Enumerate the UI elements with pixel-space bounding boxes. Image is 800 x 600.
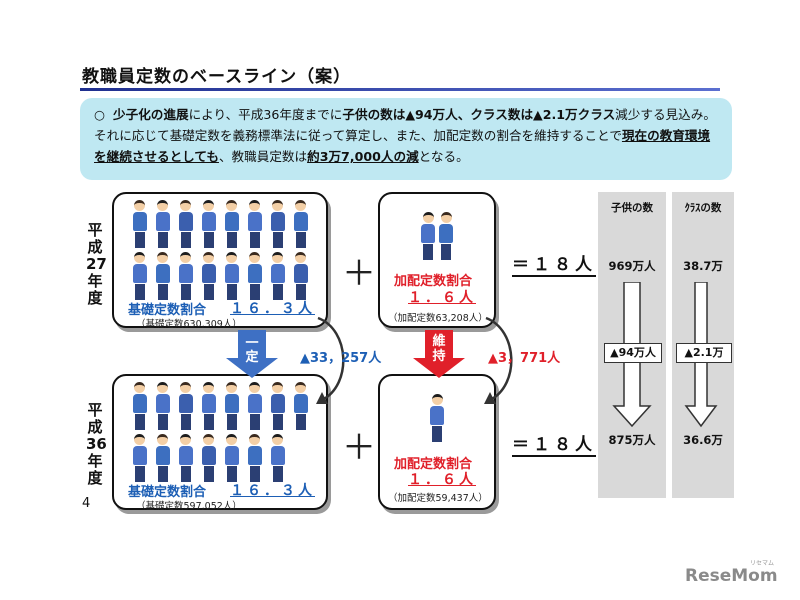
teacher-icon — [269, 200, 287, 252]
teacher-icon — [292, 382, 310, 434]
teacher-icon — [131, 434, 149, 486]
add-ratio-label-top: 加配定数割合 — [394, 274, 473, 289]
summary-part-1: により、平成36年度までに — [188, 107, 343, 122]
summary-part-7: となる。 — [418, 149, 469, 164]
logo-subtext: リセマム — [750, 560, 775, 567]
teachers-illustration-top — [114, 200, 326, 304]
teacher-icon — [246, 200, 264, 252]
teacher-icon — [292, 200, 310, 252]
teacher-icon — [200, 200, 218, 252]
classes-change-box: ▲2.1万 — [676, 343, 732, 363]
page-number: 4 — [82, 496, 91, 511]
teacher-icon — [246, 382, 264, 434]
children-change-box: ▲94万人 — [604, 343, 662, 363]
blue-arrow-label: 一定 — [245, 336, 259, 365]
teacher-icon — [223, 382, 241, 434]
teacher-icon — [177, 382, 195, 434]
teacher-icon — [154, 382, 172, 434]
base-ratio-label-top: 基礎定数割合 — [128, 303, 207, 318]
total-top-text: ＝１８人 — [512, 255, 596, 277]
add-ratio-value-bottom: １．６人 — [408, 472, 476, 488]
teacher-icon — [269, 434, 287, 486]
teacher-icon — [223, 434, 241, 486]
teacher-icon — [177, 200, 195, 252]
add-delta: ▲3，771人 — [488, 351, 561, 366]
summary-part-4: 現在の教育環境を継続させるとしても — [94, 128, 711, 164]
base-count-bottom: （基礎定数597,052人） — [136, 501, 242, 512]
teacher-icon — [131, 382, 149, 434]
teacher-icon — [223, 200, 241, 252]
teacher-icon — [177, 434, 195, 486]
classes-top-value: 38.7万 — [683, 259, 723, 273]
base-panel-top — [112, 192, 328, 328]
teacher-icon — [200, 434, 218, 486]
curved-arrow-right — [485, 316, 513, 402]
curved-arrow-left-head — [316, 392, 328, 404]
teacher-icon — [177, 252, 195, 304]
base-delta: ▲33，257人 — [300, 351, 382, 366]
base-ratio-value-top: １６．３人 — [230, 301, 315, 317]
summary-part-3: 減少する見込み。それに応じて基礎定数を義務標準法に従って算定し、また、加配定数の… — [94, 107, 716, 143]
red-arrow-label: 維持 — [432, 334, 446, 364]
red-down-arrow — [413, 330, 465, 378]
add-ratio-label-bottom: 加配定数割合 — [394, 457, 473, 472]
teacher-icon — [200, 252, 218, 304]
plus-sign-top: ＋ — [342, 254, 376, 294]
add-count-top: （加配定数63,208人） — [388, 313, 488, 324]
teacher-icon — [131, 200, 149, 252]
base-panel-bottom — [112, 374, 328, 510]
add-teachers-illustration-bottom — [380, 394, 494, 442]
children-top-value: 969万人 — [608, 259, 656, 273]
total-top: ＝１８人 — [512, 250, 596, 277]
classes-header: ｸﾗｽの数 — [684, 202, 722, 214]
children-header: 子供の数 — [611, 202, 653, 214]
blue-down-arrow — [226, 330, 278, 378]
teacher-icon — [154, 200, 172, 252]
teacher-icon — [269, 252, 287, 304]
title-underline — [80, 88, 720, 91]
add-ratio-value-top: １．６人 — [408, 290, 476, 306]
resemom-logo: ReseMom — [685, 566, 778, 586]
base-ratio-label-bottom: 基礎定数割合 — [128, 485, 207, 500]
teacher-icon — [223, 252, 241, 304]
teacher-icon — [246, 252, 264, 304]
year-label-top: 平成27年度 — [86, 221, 107, 307]
classes-bottom-value: 36.6万 — [683, 433, 723, 447]
teacher-icon — [269, 382, 287, 434]
base-count-top: （基礎定数630,309人） — [136, 319, 242, 330]
add-teachers-illustration-top — [380, 212, 494, 260]
page-title: 教職員定数のベースライン（案） — [82, 67, 352, 87]
add-panel-top — [378, 192, 496, 328]
teacher-icon — [430, 394, 444, 442]
summary-part-6: 約3万7,000人の減 — [307, 149, 419, 164]
curved-arrow-right-head — [484, 392, 496, 404]
plus-sign-bottom: ＋ — [342, 428, 376, 468]
total-bottom-text: ＝１８人 — [512, 435, 596, 457]
teacher-icon — [292, 252, 310, 304]
summary-part-5: 、教職員定数は — [218, 149, 308, 164]
teacher-icon — [154, 252, 172, 304]
total-bottom: ＝１８人 — [512, 430, 596, 457]
teacher-icon — [154, 434, 172, 486]
year-label-bottom: 平成36年度 — [86, 401, 107, 487]
children-bottom-value: 875万人 — [608, 433, 656, 447]
teacher-icon — [246, 434, 264, 486]
add-count-bottom: （加配定数59,437人） — [388, 493, 488, 504]
teacher-icon — [131, 252, 149, 304]
teacher-icon — [439, 212, 453, 260]
teachers-illustration-bottom — [114, 382, 326, 486]
teacher-icon — [200, 382, 218, 434]
teacher-icon — [421, 212, 435, 260]
base-ratio-value-bottom: １６．３人 — [230, 483, 315, 499]
summary-box: ○ 少子化の進展により、平成36年度までに子供の数は▲94万人、クラス数は▲2.1… — [80, 98, 732, 180]
summary-bullet: ○ — [94, 107, 105, 122]
curved-arrow-left — [317, 316, 345, 402]
summary-part-2: 子供の数は▲94万人、クラス数は▲2.1万クラス — [342, 107, 616, 122]
summary-part-0: 少子化の進展 — [113, 107, 189, 122]
